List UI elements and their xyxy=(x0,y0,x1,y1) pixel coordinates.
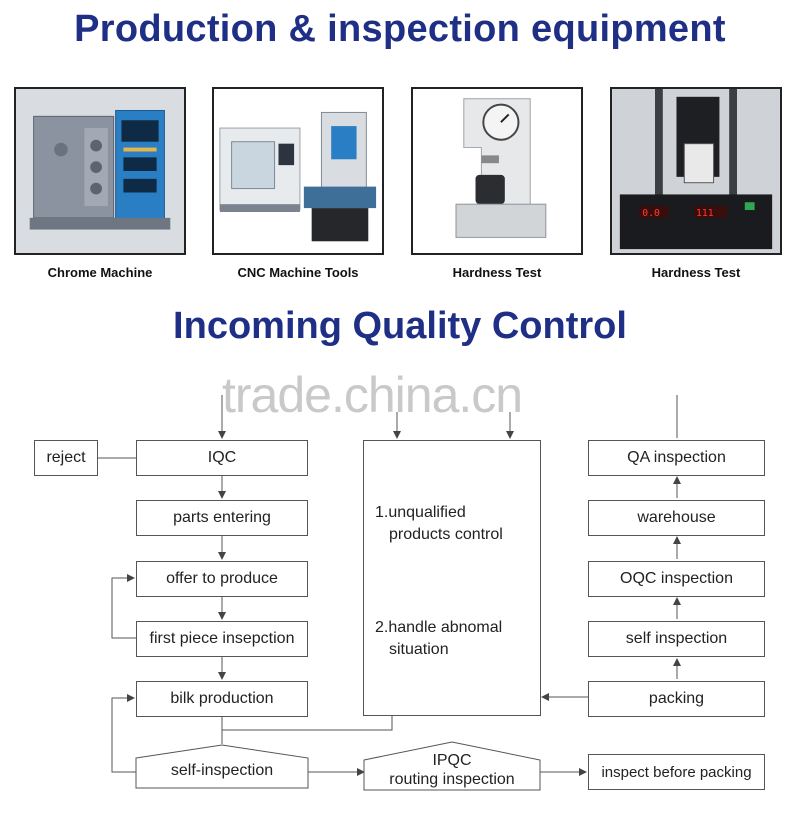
self-inspection-label: self-inspection xyxy=(170,762,274,779)
watermark: trade.china.cn xyxy=(222,367,523,423)
oqc-inspection-box: OQC inspection xyxy=(588,561,765,597)
equipment-caption: Hardness Test xyxy=(651,265,741,280)
svg-text:0.0: 0.0 xyxy=(642,208,660,219)
equipment-caption: Chrome Machine xyxy=(47,265,153,280)
center-item-2: 2.handle abnomal situation xyxy=(375,617,502,661)
iqc-box: IQC xyxy=(136,440,308,476)
hardness-tester-photo xyxy=(411,87,583,255)
bilk-production-box: bilk production xyxy=(136,681,308,717)
svg-text:111: 111 xyxy=(696,208,714,219)
parts-entering-box: parts entering xyxy=(136,500,308,536)
reject-box: reject xyxy=(34,440,98,476)
self-inspection-right-box: self inspection xyxy=(588,621,765,657)
ipqc-label: IPQC routing inspection xyxy=(364,751,540,789)
hardness-tester-display-photo: 0.0 111 xyxy=(610,87,782,255)
page-title: Production & inspection equipment xyxy=(74,8,726,50)
center-item-1-line-1: 1.unqualified xyxy=(375,504,466,521)
offer-to-produce-box: offer to produce xyxy=(136,561,308,597)
center-item-1: 1.unqualified products control xyxy=(375,502,503,546)
equipment-caption: Hardness Test xyxy=(452,265,542,280)
center-item-2-line-2: situation xyxy=(389,641,449,658)
ipqc-title: IPQC xyxy=(432,752,472,769)
chrome-machine-photo xyxy=(14,87,186,255)
center-item-1-line-2: products control xyxy=(389,526,503,543)
quality-control-panel xyxy=(363,440,541,716)
equipment-caption: CNC Machine Tools xyxy=(237,265,359,280)
packing-box: packing xyxy=(588,681,765,717)
center-item-2-line-1: 2.handle abnomal xyxy=(375,619,503,636)
section-title: Incoming Quality Control xyxy=(173,305,627,347)
first-piece-inspection-box: first piece insepction xyxy=(136,621,308,657)
qa-inspection-box: QA inspection xyxy=(588,440,765,476)
ipqc-subtitle: routing inspection xyxy=(389,771,515,788)
cnc-machine-photo xyxy=(212,87,384,255)
warehouse-box: warehouse xyxy=(588,500,765,536)
inspect-before-packing-box: inspect before packing xyxy=(588,754,765,790)
